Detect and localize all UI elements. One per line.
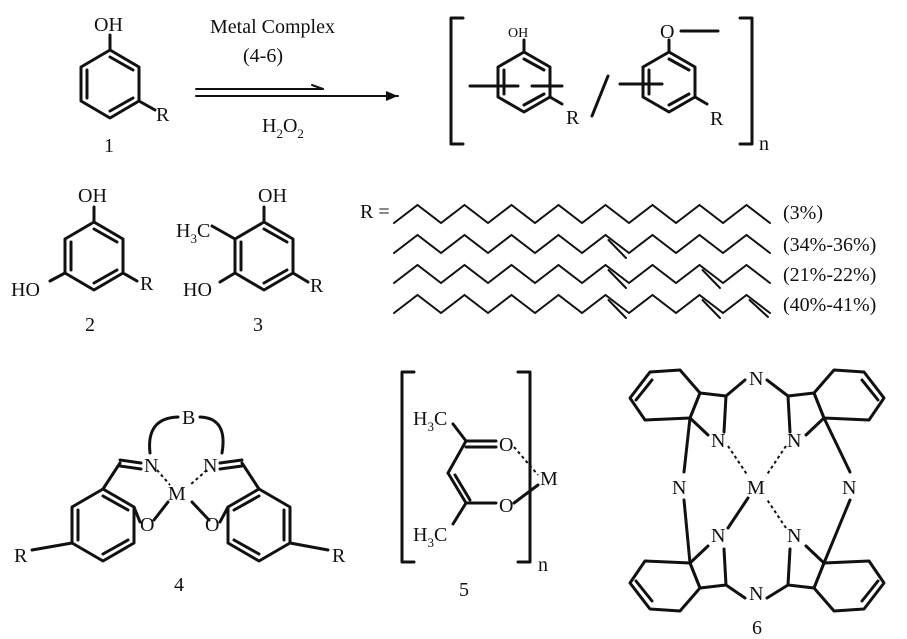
compound-4-structure: B N N M O O R R xyxy=(14,407,346,567)
compound-6-n-left: N xyxy=(672,477,686,499)
compound-5-o-top: O xyxy=(499,434,513,456)
compound-5-m-label: M xyxy=(540,468,558,490)
compound-4-b-label: B xyxy=(182,407,195,429)
compound-5-methyl-top: H3C xyxy=(413,408,447,434)
compound-3-r-label: R xyxy=(310,275,324,297)
compound-2-ho-label: HO xyxy=(11,279,40,301)
compound-2-number: 2 xyxy=(85,314,95,336)
compound-4-r-left: R xyxy=(14,545,28,567)
compound-1-r-label: R xyxy=(156,104,170,126)
compound-6-n-top: N xyxy=(749,368,763,390)
r-chain-2-percent: (34%-36%) xyxy=(783,234,876,256)
compound-3-methyl-label: H3C xyxy=(176,220,210,246)
compound-5-n-subscript: n xyxy=(538,554,548,576)
compound-6-n-inner-bl: N xyxy=(711,525,725,547)
compound-3-number: 3 xyxy=(253,314,263,336)
r-group-label: R = xyxy=(360,201,390,223)
compound-6-n-bottom: N xyxy=(749,583,763,605)
oxidant-label: H2O2 xyxy=(262,115,304,141)
compound-1-number: 1 xyxy=(104,135,114,157)
r-group-chains xyxy=(393,203,771,319)
r-chain-monoene xyxy=(393,233,771,259)
polymer-product: OH R O R n xyxy=(449,16,769,155)
compound-4-number: 4 xyxy=(174,574,184,596)
compound-4-r-right: R xyxy=(332,545,346,567)
r-chain-1-percent: (3%) xyxy=(783,202,823,224)
compound-4-o-left: O xyxy=(140,514,154,536)
compound-6-structure: M N N N N N N N N xyxy=(628,368,886,613)
compound-3-oh-label: OH xyxy=(258,185,287,207)
r-chain-3-percent: (21%-22%) xyxy=(783,264,876,286)
polymer-phenol-r-label: R xyxy=(566,107,580,129)
compound-3-structure: OH H3C HO R xyxy=(176,185,324,301)
compound-5-number: 5 xyxy=(459,579,469,601)
compound-1-oh-label: OH xyxy=(94,14,123,36)
polymer-n-subscript: n xyxy=(759,133,769,155)
compound-6-n-inner-tr: N xyxy=(787,430,801,452)
compound-6-n-inner-br: N xyxy=(787,525,801,547)
catalyst-reference: (4-6) xyxy=(243,45,283,67)
r-chain-diene xyxy=(393,263,771,289)
compound-2-r-label: R xyxy=(140,273,154,295)
compound-1-structure: OH R xyxy=(79,14,170,126)
compound-6-m-label: M xyxy=(747,477,765,499)
compound-3-ho-label: HO xyxy=(183,279,212,301)
compound-4-m-label: M xyxy=(168,483,186,505)
compound-5-methyl-bottom: H3C xyxy=(413,524,447,550)
compound-6-number: 6 xyxy=(752,617,762,639)
polymer-phenol-oh-label: OH xyxy=(508,26,528,41)
compound-4-n-right: N xyxy=(203,455,217,477)
compound-6-n-inner-tl: N xyxy=(711,430,725,452)
compound-5-o-bottom: O xyxy=(499,495,513,517)
compound-2-oh-label: OH xyxy=(78,185,107,207)
compound-5-structure: H3C H3C O O M n xyxy=(400,370,558,576)
compound-4-n-left: N xyxy=(144,455,158,477)
reaction-arrow xyxy=(195,84,399,101)
r-chain-triene xyxy=(393,293,771,319)
polymer-ether-o-label: O xyxy=(660,21,674,43)
polymer-ether-r-label: R xyxy=(710,108,724,130)
compound-6-n-right: N xyxy=(842,477,856,499)
compound-2-structure: OH HO R xyxy=(11,185,154,301)
r-chain-4-percent: (40%-41%) xyxy=(783,294,876,316)
catalyst-label: Metal Complex xyxy=(210,16,335,38)
r-chain-saturated xyxy=(393,203,771,225)
